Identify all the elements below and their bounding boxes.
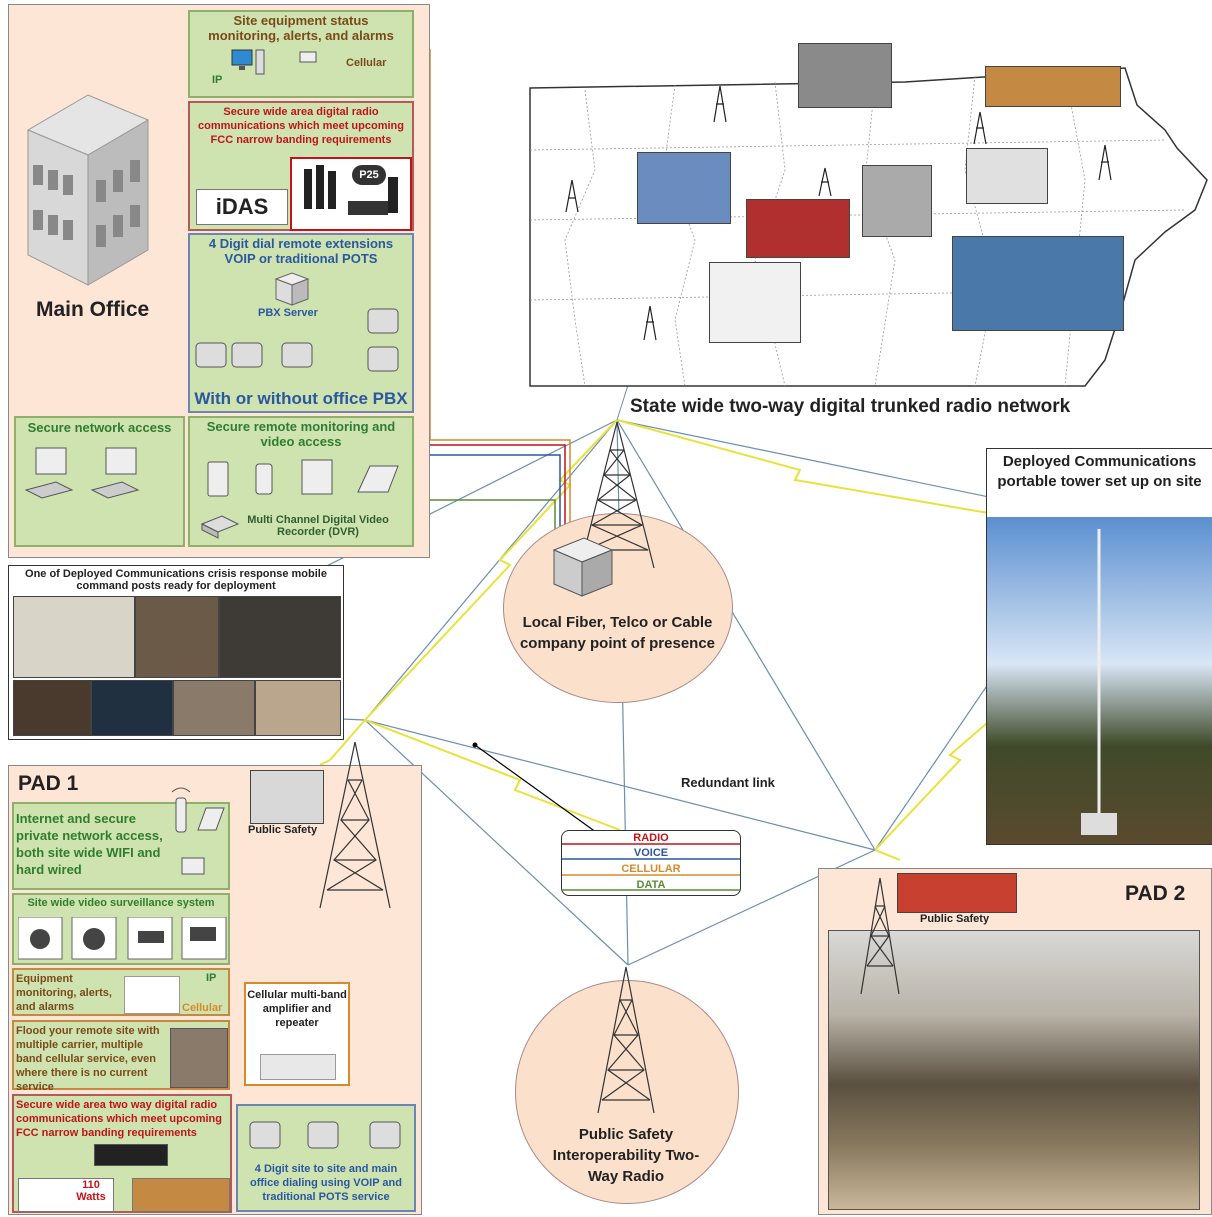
pad1-dial-box: 4 Digit site to site and main office dia… (236, 1104, 416, 1212)
amplifier-text: Cellular multi-band amplifier and repeat… (247, 989, 347, 1029)
equipment-monitoring-box: Equipment monitoring, alerts, and alarms… (12, 968, 230, 1016)
pop-label: Local Fiber, Telco or Cable company poin… (519, 614, 716, 652)
redundant-link-label: Redundant link (681, 775, 775, 790)
mobile-command-panel: One of Deployed Communications crisis re… (8, 565, 344, 740)
pad1-dial-text: 4 Digit site to site and main office dia… (250, 1163, 402, 1203)
main-office-title: Main Office (36, 298, 150, 321)
pad1-radio-text: Secure wide area two way digital radio c… (16, 1099, 222, 1139)
drilling-rig-photo (637, 152, 731, 224)
dvr-label: Multi Channel Digital Video Recorder (DV… (247, 514, 389, 538)
pad2-title: PAD 2 (1125, 882, 1186, 905)
network-access-box: Secure network access (14, 416, 185, 547)
pad1-tower-icon (319, 741, 391, 909)
pad2-site-photo (828, 930, 1200, 1210)
truck-photo (709, 262, 801, 343)
internet-access-text: Internet and secure private network acce… (16, 811, 163, 877)
idas-logo: iDAS (196, 189, 288, 225)
radio-user-photo (132, 1178, 230, 1212)
pad1-ambulance-photo (250, 770, 324, 824)
facility-photo (862, 165, 932, 237)
pop-circle (503, 513, 733, 703)
amplifier-box: Cellular multi-band amplifier and repeat… (244, 982, 350, 1086)
p25-logo: P25 (352, 165, 386, 185)
ambulance-photo (966, 148, 1048, 204)
network-access-title: Secure network access (27, 420, 172, 435)
pad1-public-safety: Public Safety (248, 824, 318, 836)
pbx-box-footer: With or without office PBX (194, 389, 408, 408)
video-surveillance-title: Site wide video surveillance system (27, 897, 215, 909)
remote-monitoring-title: Secure remote monitoring and video acces… (206, 419, 396, 449)
cellular-flood-text: Flood your remote site with multiple car… (16, 1025, 160, 1093)
office-radio-box-title: Secure wide area digital radio communica… (198, 106, 404, 146)
amplifier-device-icon (260, 1054, 336, 1080)
equipment-cellular-label: Cellular (182, 1002, 223, 1014)
workstations-icon (24, 447, 140, 499)
status-ip-label: IP (212, 74, 223, 86)
portable-tower-photo (987, 517, 1212, 844)
legend-data: DATA (636, 879, 666, 891)
remote-monitoring-box: Secure remote monitoring and video acces… (188, 416, 414, 547)
legend-voice: VOICE (633, 847, 669, 859)
worker-photo (798, 43, 892, 108)
desk-phones-icon (195, 308, 399, 372)
pbx-server-icon (274, 272, 310, 306)
pbx-box-title: 4 Digit dial remote extensions VOIP or t… (208, 236, 394, 266)
security-cameras-icon (18, 917, 227, 960)
mobile-radio-photo: 110 Watts (18, 1178, 114, 1212)
pad2-fire-truck-photo (897, 873, 1017, 913)
internet-access-box: Internet and secure private network acce… (12, 787, 230, 890)
public-safety-circle (515, 980, 739, 1204)
radio-equipment-photo: P25 (290, 157, 412, 231)
pad2-public-safety: Public Safety (920, 913, 990, 925)
video-surveillance-box: Site wide video surveillance system (12, 893, 230, 965)
public-safety-tower-icon (597, 966, 655, 1114)
cellular-flood-box: Flood your remote site with multiple car… (12, 1020, 230, 1093)
pbx-server-label: PBX Server (258, 307, 318, 319)
pad1-phones-icon (249, 1121, 401, 1149)
mobile-rig-photo (952, 236, 1124, 331)
mobile-command-caption: One of Deployed Communications crisis re… (25, 568, 327, 592)
status-monitoring-box: Site equipment status monitoring, alerts… (188, 10, 414, 98)
status-box-title: Site equipment status monitoring, alerts… (208, 13, 394, 43)
watts-label: 110 Watts (76, 1179, 106, 1203)
monitoring-device-photo (124, 976, 180, 1014)
state-network-caption: State wide two-way digital trunked radio… (630, 396, 1071, 417)
pad1-title: PAD 1 (18, 772, 79, 795)
phone-hand-photo (170, 1028, 228, 1088)
portable-tower-panel: Deployed Communications portable tower s… (986, 448, 1212, 845)
link-legend: RADIO VOICE CELLULAR DATA (561, 830, 741, 896)
crew-photo (985, 66, 1121, 107)
equipment-ip-label: IP (206, 972, 217, 984)
wifi-router-icon (171, 787, 225, 875)
pad2-tower-icon (860, 877, 900, 995)
office-building-icon (26, 94, 150, 286)
dvr-icon (200, 515, 240, 539)
equipment-monitoring-text: Equipment monitoring, alerts, and alarms (16, 973, 112, 1013)
portable-tower-caption: Deployed Communications portable tower s… (997, 453, 1202, 490)
command-post-photos (13, 596, 341, 736)
pad1-radio-box: Secure wide area two way digital radio c… (12, 1094, 232, 1213)
pbx-box: 4 Digit dial remote extensions VOIP or t… (188, 233, 414, 413)
legend-radio: RADIO (633, 832, 669, 844)
fire-truck-photo (746, 199, 850, 258)
status-cellular-label: Cellular (346, 57, 387, 69)
office-radio-box: Secure wide area digital radio communica… (188, 101, 414, 231)
pop-building-icon (552, 537, 614, 597)
pop-tower-icon (579, 421, 655, 569)
public-safety-radio-label: Public Safety Interoperability Two-Way R… (552, 1126, 700, 1185)
mobile-devices-icon (207, 459, 399, 497)
radio-repeater-icon (94, 1144, 168, 1166)
computer-icon (231, 49, 317, 75)
legend-cellular: CELLULAR (621, 863, 681, 875)
